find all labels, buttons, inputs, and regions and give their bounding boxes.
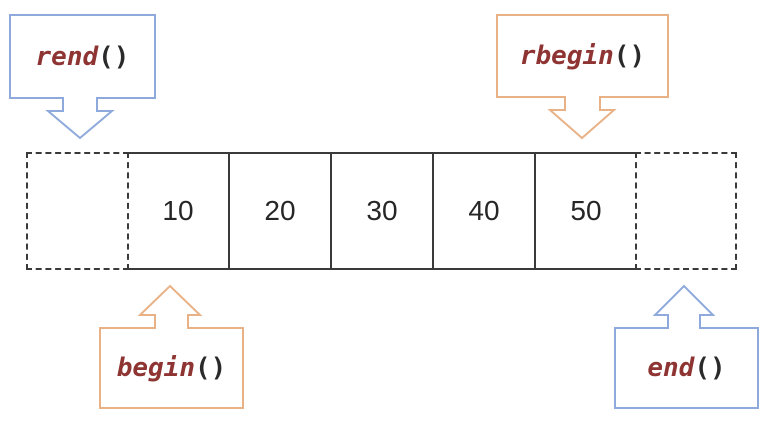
- begin-callout-label: begin(): [100, 328, 243, 408]
- rbegin-function-name: rbegin: [519, 41, 614, 71]
- rbegin-callout-label: rbegin(): [497, 15, 668, 97]
- rbegin-callout-down-arrow-shape: [496, 14, 669, 140]
- end-parens: (): [694, 353, 726, 383]
- array-cell-4: 50: [536, 154, 636, 268]
- begin-function-name: begin: [116, 353, 195, 383]
- rend-callout-down-arrow-shape: [9, 14, 156, 140]
- reverse-past-end-dashed-cell: [26, 152, 129, 270]
- array-cell-value: 40: [468, 195, 500, 226]
- begin-parens: (): [194, 353, 227, 383]
- array-cells: 10 20 30 40 50: [128, 152, 636, 270]
- array-cell-value: 20: [264, 195, 296, 226]
- end-callout-up-arrow-shape: [614, 284, 759, 409]
- array-cell-value: 30: [366, 195, 398, 226]
- array-cell-1: 20: [230, 154, 332, 268]
- end-callout-label: end(): [615, 328, 758, 408]
- rend-parens: (): [98, 41, 130, 72]
- array-cell-2: 30: [332, 154, 434, 268]
- end-function-name: end: [647, 353, 695, 383]
- array-cell-value: 10: [162, 195, 194, 226]
- past-end-dashed-cell: [635, 152, 737, 270]
- rend-function-name: rend: [35, 41, 99, 72]
- array-cell-0: 10: [128, 154, 230, 268]
- begin-callout-up-arrow-shape: [99, 284, 244, 409]
- rend-callout-label: rend(): [10, 15, 155, 98]
- array-cell-3: 40: [434, 154, 536, 268]
- array-cell-value: 50: [570, 195, 602, 226]
- rbegin-parens: (): [613, 41, 646, 71]
